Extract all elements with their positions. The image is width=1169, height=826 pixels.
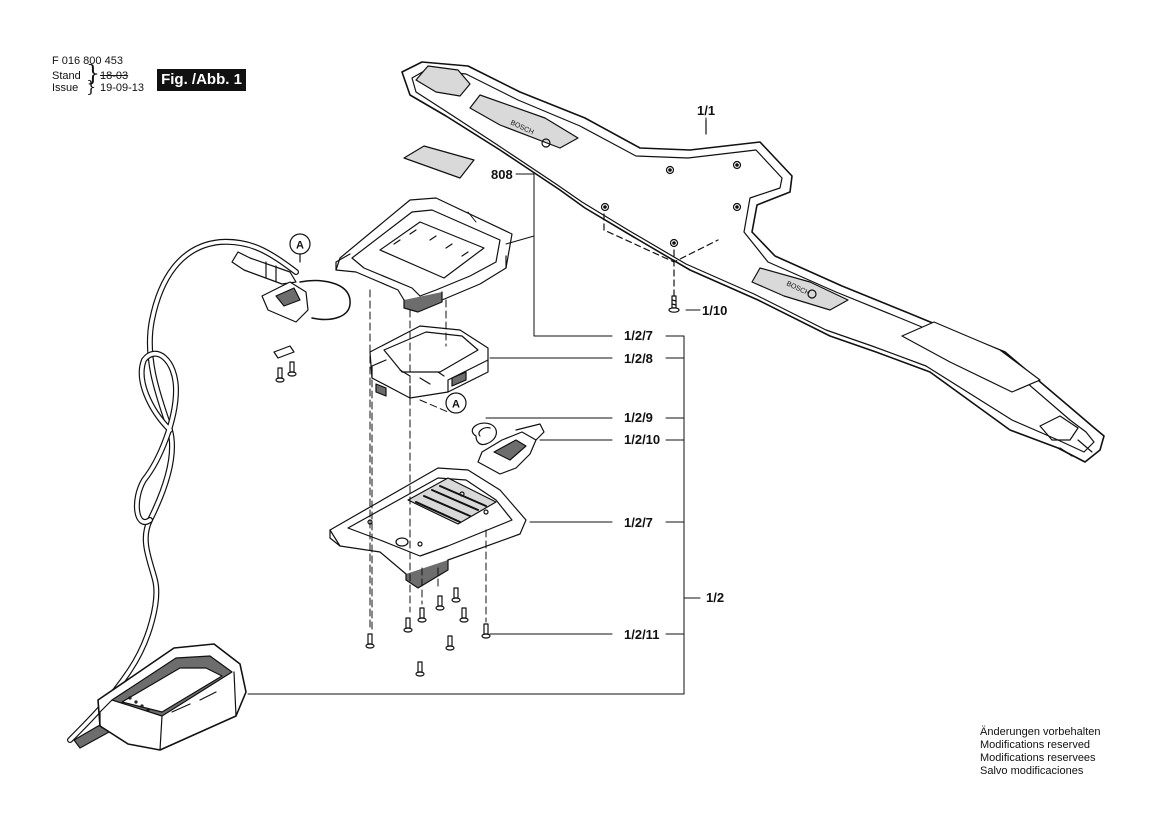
- note-french: Modifications reservees: [980, 752, 1096, 764]
- base-plate-part: [329, 467, 527, 589]
- callout-1-2-10: 1/2/10: [624, 432, 661, 447]
- brace-symbol-2: }: [86, 77, 97, 96]
- callout-1-2: 1/2: [706, 590, 725, 605]
- callout-1-2-11: 1/2/11: [624, 627, 660, 642]
- leader-lines: [247, 117, 707, 695]
- stand-value: 18-03: [100, 70, 129, 82]
- marker-a-label-2: A: [452, 399, 460, 411]
- note-english: Modifications reserved: [980, 739, 1091, 751]
- marker-a-label-1: A: [296, 240, 304, 252]
- marker-a-circles: [289, 233, 467, 414]
- cable-assembly: [67, 238, 351, 749]
- cover-frame-part: [335, 197, 513, 313]
- note-german: Änderungen vorbehalten: [980, 726, 1101, 738]
- note-spanish: Salvo modificaciones: [980, 765, 1084, 777]
- inner-cradle-part: [369, 325, 489, 399]
- stand-label: Stand: [52, 70, 81, 82]
- callout-1-2-7-top: 1/2/7: [624, 328, 653, 343]
- figure-label: Fig. /Abb. 1: [157, 69, 246, 91]
- callout-808: 808: [491, 167, 513, 182]
- part-number: F 016 800 453: [52, 55, 123, 67]
- battery-pack-part: [97, 643, 247, 751]
- callout-1-10: 1/10: [702, 303, 728, 318]
- callout-1-1: 1/1: [697, 103, 716, 118]
- issue-value: 19-09-13: [100, 82, 145, 94]
- screw-1-10: [668, 295, 680, 313]
- issue-label: Issue: [52, 82, 79, 94]
- modification-notes: Änderungen vorbehalten Modifications res…: [980, 726, 1100, 778]
- brace-symbol-1: }: [86, 62, 100, 87]
- callout-1-2-8: 1/2/8: [624, 351, 653, 366]
- callout-1-2-9: 1/2/9: [624, 410, 653, 425]
- clip-spring-part: [471, 422, 497, 446]
- assembly-guide-lines: [369, 289, 487, 631]
- latch-part: [477, 423, 545, 475]
- callout-1-2-7-bottom: 1/2/7: [624, 515, 653, 530]
- screw-cluster: [365, 587, 491, 677]
- strap-part: BOSCH BOSCH: [401, 61, 1105, 463]
